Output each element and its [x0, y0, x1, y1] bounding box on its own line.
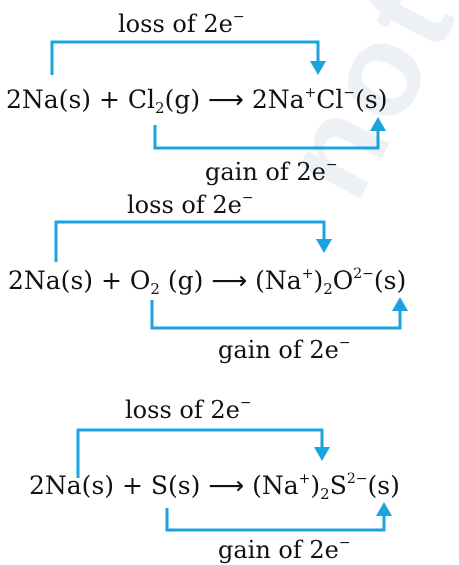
gain-label-1: gain of 2e− — [205, 157, 338, 186]
equation-2: 2Na(s) + O2 (g) ⟶ (Na+)2O2−(s) — [8, 266, 407, 298]
loss-arrow-1 — [50, 40, 320, 75]
reaction-arrow-2: ⟶ — [211, 266, 248, 295]
loss-label-3: loss of 2e− — [125, 395, 252, 424]
gain-label-3: gain of 2e− — [218, 535, 351, 564]
loss-arrow-3 — [76, 428, 324, 478]
equation-1: 2Na(s) + Cl2(g) ⟶ 2Na+Cl−(s) — [6, 85, 388, 117]
gain-arrow-3 — [165, 508, 386, 532]
loss-label-2: loss of 2e− — [127, 190, 254, 219]
loss-arrow-2 — [54, 220, 326, 262]
equation-3: 2Na(s) + S(s) ⟶ (Na+)2S2−(s) — [29, 471, 400, 503]
gain-arrow-1 — [153, 125, 380, 150]
reaction-arrow-3: ⟶ — [208, 471, 245, 500]
reaction-arrow-1: ⟶ — [208, 85, 244, 114]
loss-label-1: loss of 2e− — [118, 9, 245, 38]
loss-arrowhead-2 — [316, 239, 332, 253]
loss-arrowhead-3 — [314, 447, 330, 461]
gain-arrowhead-1 — [370, 117, 386, 131]
gain-label-2: gain of 2e− — [218, 335, 351, 364]
gain-arrow-2 — [150, 300, 402, 330]
loss-arrowhead-1 — [310, 61, 326, 75]
gain-arrowhead-3 — [376, 502, 392, 516]
gain-arrowhead-2 — [392, 297, 408, 311]
